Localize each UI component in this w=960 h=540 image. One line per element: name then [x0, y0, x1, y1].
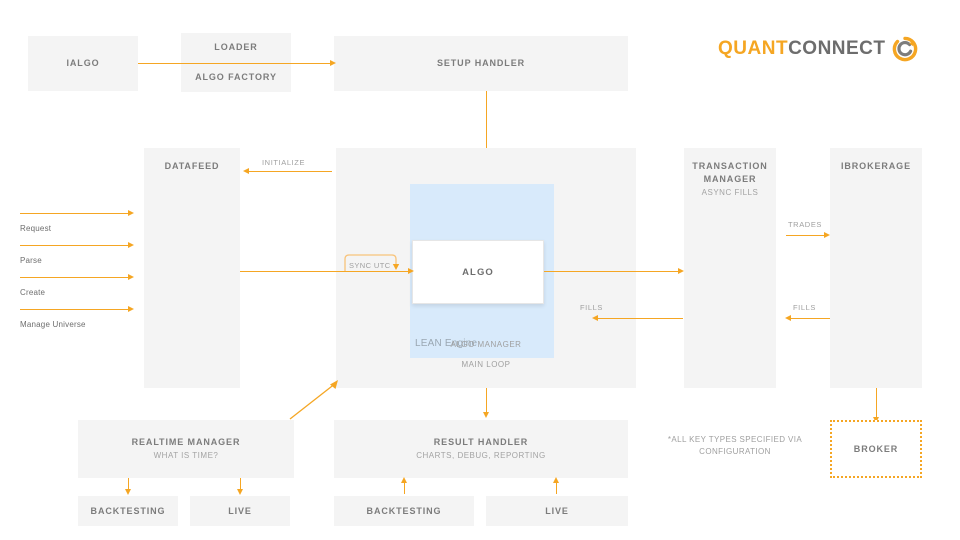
box-result-live[interactable]: LIVE	[486, 496, 628, 526]
box-result-backtesting[interactable]: BACKTESTING	[334, 496, 474, 526]
arrow-backtesting-to-result-head	[400, 477, 407, 483]
box-algo-factory-title: ALGO FACTORY	[195, 72, 277, 82]
arrow-realtime-to-live-line	[240, 478, 241, 491]
arrow-fills-engine-head	[592, 314, 598, 321]
arrow-ialgo-to-setup-head	[330, 59, 336, 66]
arrow-initialize-line	[248, 171, 332, 172]
box-ialgo[interactable]: IALGO	[28, 36, 138, 91]
box-setup-handler[interactable]: SETUP HANDLER	[334, 36, 628, 91]
box-realtime-live[interactable]: LIVE	[190, 496, 290, 526]
side-label-create: Create	[20, 288, 46, 297]
quantconnect-swirl-icon	[892, 36, 918, 62]
arrow-datafeed-to-algo-line	[240, 271, 412, 272]
arrow-initialize-head	[243, 167, 249, 174]
box-realtime-manager-subtitle: WHAT IS TIME?	[153, 451, 219, 460]
arrow-realtime-to-live-head	[236, 489, 243, 495]
footnote-text: *ALL KEY TYPES SPECIFIED VIA CONFIGURATI…	[667, 435, 803, 456]
box-setup-handler-title: SETUP HANDLER	[436, 58, 526, 68]
box-datafeed[interactable]: DATAFEED	[144, 148, 240, 388]
box-lean-engine-container[interactable]: LEAN Engine ALGO ALGO MANAGER MAIN LOOP	[336, 148, 636, 388]
logo-text-quant: QUANT	[718, 38, 789, 59]
arrow-request-line	[20, 213, 132, 214]
box-result-live-title: LIVE	[545, 505, 569, 516]
box-result-handler-subtitle: CHARTS, DEBUG, REPORTING	[416, 451, 546, 460]
box-broker-title: BROKER	[853, 443, 899, 454]
side-label-request: Request	[20, 224, 52, 233]
edge-label-fills-brokerage: FILLS	[793, 303, 817, 312]
box-loader-title: LOADER	[214, 42, 258, 52]
arrow-algo-to-txn-head	[678, 267, 684, 274]
box-ibrokerage-title: IBROKERAGE	[840, 161, 911, 171]
lean-engine-label: LEAN Engine	[415, 338, 478, 349]
box-loader-algo-factory[interactable]: LOADER ALGO FACTORY	[181, 33, 291, 92]
main-loop-label: MAIN LOOP	[461, 360, 511, 369]
arrow-ialgo-to-setup-line	[138, 63, 332, 64]
arrow-ibrokerage-to-broker-line	[876, 388, 877, 420]
arrow-realtime-to-engine	[289, 380, 338, 420]
box-result-backtesting-title: BACKTESTING	[366, 505, 442, 516]
arrow-realtime-to-backtesting-head	[124, 489, 131, 495]
box-realtime-manager[interactable]: REALTIME MANAGER WHAT IS TIME?	[78, 420, 294, 478]
side-label-manage-universe: Manage Universe	[20, 320, 86, 329]
arrow-datafeed-to-algo-head	[408, 267, 414, 274]
arrow-parse-line	[20, 245, 132, 246]
arrow-fills-brokerage-line	[790, 318, 830, 319]
edge-label-trades: TRADES	[788, 220, 823, 229]
box-transaction-manager-title: TRANSACTION MANAGER	[692, 161, 768, 184]
sync-utc-loop-arrow	[342, 252, 404, 277]
box-realtime-backtesting-title: BACKTESTING	[90, 505, 166, 516]
box-algo-label: ALGO	[462, 266, 494, 278]
box-realtime-backtesting[interactable]: BACKTESTING	[78, 496, 178, 526]
arrow-backtesting-to-result-line	[404, 481, 405, 494]
box-datafeed-title: DATAFEED	[164, 161, 220, 171]
quantconnect-logo: QUANT CONNECT	[718, 36, 918, 62]
arrow-manage-universe-line	[20, 309, 132, 310]
box-transaction-manager[interactable]: TRANSACTION MANAGER ASYNC FILLS	[684, 148, 776, 388]
edge-label-fills-engine: FILLS	[580, 303, 604, 312]
box-algo[interactable]: ALGO	[412, 240, 544, 304]
box-ibrokerage[interactable]: IBROKERAGE	[830, 148, 922, 388]
box-realtime-live-title: LIVE	[228, 505, 252, 516]
arrow-fills-engine-line	[597, 318, 683, 319]
arrow-engine-to-result-head	[482, 412, 489, 418]
logo-text-connect: CONNECT	[788, 38, 886, 59]
arrow-trades-head	[824, 231, 830, 238]
arrow-request-head	[128, 209, 134, 216]
box-ialgo-title: IALGO	[66, 58, 100, 68]
arrow-create-head	[128, 273, 134, 280]
arrow-create-line	[20, 277, 132, 278]
arrow-realtime-to-backtesting-line	[128, 478, 129, 491]
algo-manager-label: ALGO MANAGER	[450, 340, 522, 349]
arrow-fills-brokerage-head	[785, 314, 791, 321]
arrow-engine-to-result-line	[486, 388, 487, 414]
box-result-handler-title: RESULT HANDLER	[433, 437, 529, 447]
arrow-live-to-result-line	[556, 481, 557, 494]
box-transaction-manager-subtitle: ASYNC FILLS	[701, 188, 759, 197]
box-result-handler[interactable]: RESULT HANDLER CHARTS, DEBUG, REPORTING	[334, 420, 628, 478]
arrow-manage-universe-head	[128, 305, 134, 312]
arrow-parse-head	[128, 241, 134, 248]
arrow-live-to-result-head	[552, 477, 559, 483]
box-realtime-manager-title: REALTIME MANAGER	[131, 437, 241, 447]
edge-label-sync-utc: SYNC UTC	[349, 261, 391, 270]
edge-label-initialize: INITIALIZE	[262, 158, 306, 167]
box-broker[interactable]: BROKER	[830, 420, 922, 478]
arrow-algo-to-txn-line	[544, 271, 682, 272]
side-label-parse: Parse	[20, 256, 42, 265]
arrow-trades-line	[786, 235, 826, 236]
